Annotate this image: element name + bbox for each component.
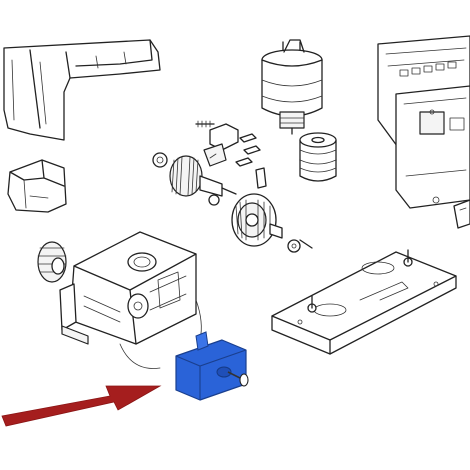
rail-bracket: [453, 199, 470, 229]
mounting-plate: [271, 249, 457, 355]
limit-switch: [195, 120, 267, 189]
control-board: [377, 35, 470, 209]
coil-spool: [299, 132, 337, 182]
reduction-gear: [231, 193, 313, 253]
release-lock-housing[interactable]: [175, 331, 249, 401]
transformer: [261, 39, 323, 135]
side-cap: [7, 159, 67, 213]
indicator-arrow: [1, 385, 162, 427]
drive-pinion: [152, 152, 237, 206]
gearmotor-housing: [37, 231, 202, 369]
motor-cover: [3, 39, 161, 141]
